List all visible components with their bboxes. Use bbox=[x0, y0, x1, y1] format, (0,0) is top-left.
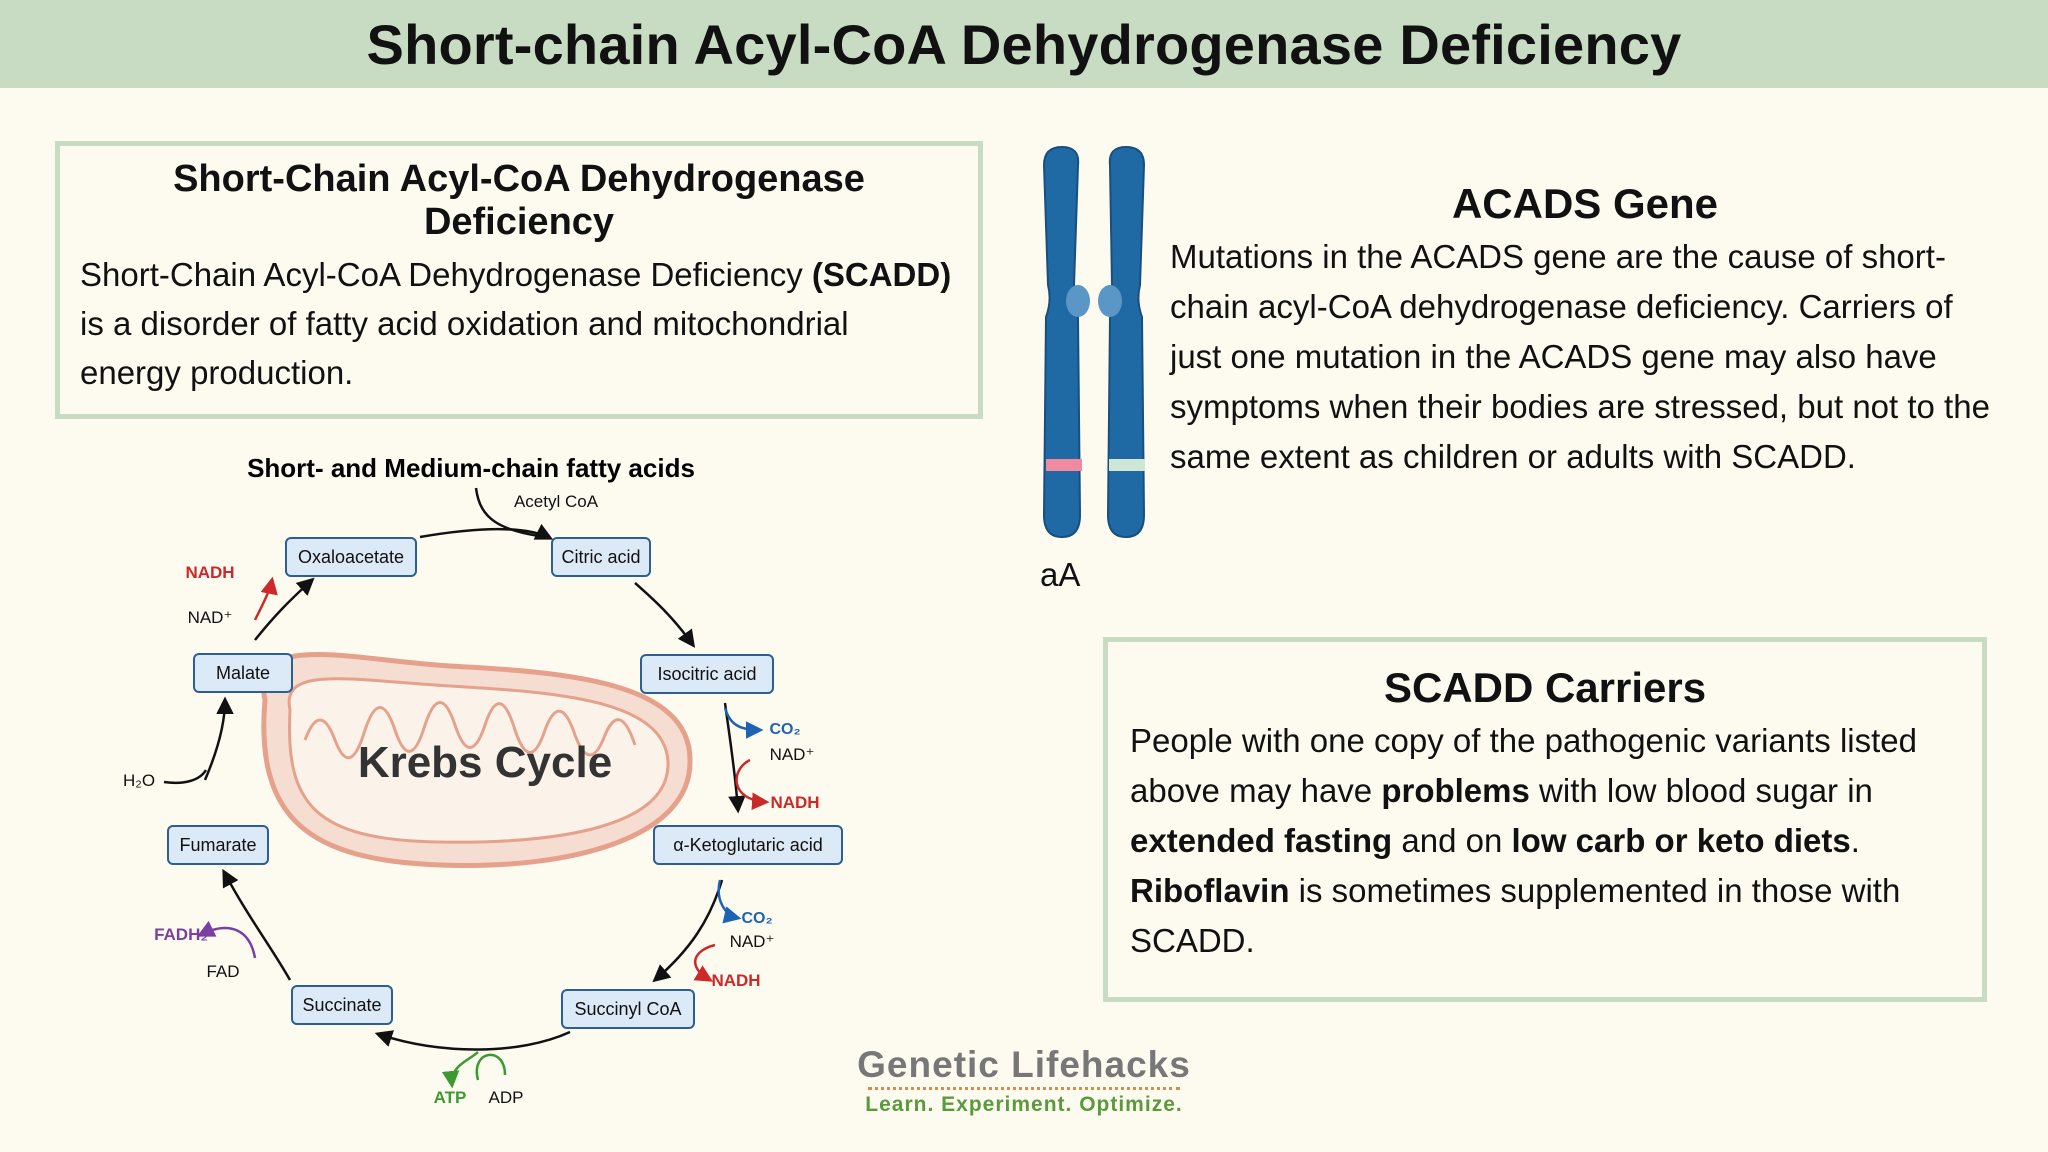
nadh-label: NADH bbox=[185, 563, 234, 582]
acads-heading: ACADS Gene bbox=[1451, 180, 1719, 227]
carriers-text: People with one copy of the pathogenic v… bbox=[1130, 716, 1960, 966]
co2-label: CO₂ bbox=[769, 721, 800, 738]
title-banner: Short-chain Acyl-CoA Dehydrogenase Defic… bbox=[0, 0, 2048, 88]
logo-divider bbox=[868, 1087, 1180, 1090]
logo-name: Genetic Lifehacks bbox=[857, 1044, 1191, 1085]
node-malate: Malate bbox=[193, 653, 293, 693]
node-label: Fumarate bbox=[179, 835, 256, 855]
nad-label: NAD⁺ bbox=[730, 932, 775, 951]
node-oxaloacetate: Oxaloacetate bbox=[285, 537, 417, 577]
nadh-label: NADH bbox=[711, 971, 760, 990]
intro-text-part: is a disorder of fatty acid oxidation an… bbox=[80, 305, 849, 391]
carriers-text-part: with low blood sugar in bbox=[1529, 772, 1873, 809]
node-succinate: Succinate bbox=[291, 985, 393, 1025]
carriers-text-part: . bbox=[1850, 822, 1860, 859]
carriers-text-bold: low carb or keto diets bbox=[1511, 822, 1851, 859]
chromosome-icon bbox=[1042, 145, 1146, 539]
logo-tagline: Learn. Experiment. Optimize. bbox=[865, 1093, 1183, 1116]
fad-label: FAD bbox=[206, 962, 239, 981]
nad-label: NAD⁺ bbox=[770, 745, 815, 764]
nad-label: NAD⁺ bbox=[188, 608, 233, 627]
scadd-carriers-box: SCADD Carriers People with one copy of t… bbox=[1103, 637, 1987, 1002]
adp-label: ADP bbox=[489, 1088, 524, 1107]
carriers-text-part: is sometimes supplemented in those with … bbox=[1130, 872, 1901, 959]
node-fumarate: Fumarate bbox=[167, 825, 269, 865]
co2-label: CO₂ bbox=[741, 910, 772, 927]
node-isocitric-acid: Isocitric acid bbox=[640, 654, 774, 694]
carriers-text-bold: Riboflavin bbox=[1130, 872, 1290, 909]
node-label: Isocitric acid bbox=[657, 664, 756, 684]
node-label: Succinyl CoA bbox=[574, 999, 681, 1019]
intro-text-bold: (SCADD) bbox=[811, 256, 952, 293]
node-citric-acid: Citric acid bbox=[551, 537, 651, 577]
scadd-intro-box: Short-Chain Acyl-CoA Dehydrogenase Defic… bbox=[55, 141, 983, 419]
krebs-center-label: Krebs Cycle bbox=[358, 738, 612, 787]
carriers-text-bold: extended fasting bbox=[1130, 822, 1393, 859]
fadh2-label: FADH₂ bbox=[154, 925, 208, 944]
node-label: Malate bbox=[216, 663, 270, 683]
intro-text: Short-Chain Acyl-CoA Dehydrogenase Defic… bbox=[80, 250, 958, 397]
carriers-text-part: and on bbox=[1392, 822, 1512, 859]
node-alpha-ketoglutaric-acid: α-Ketoglutaric acid bbox=[653, 825, 843, 865]
node-label: Citric acid bbox=[561, 547, 640, 567]
mitochondrion-icon bbox=[261, 652, 693, 868]
acads-gene-section: ACADS Gene Mutations in the ACADS gene a… bbox=[1170, 180, 2000, 482]
carriers-heading: SCADD Carriers bbox=[1383, 664, 1707, 711]
carriers-text-bold: problems bbox=[1381, 772, 1530, 809]
genetic-lifehacks-logo: Genetic Lifehacks Learn. Experiment. Opt… bbox=[850, 1044, 1198, 1117]
node-succinyl-coa: Succinyl CoA bbox=[561, 989, 695, 1029]
page-title: Short-chain Acyl-CoA Dehydrogenase Defic… bbox=[366, 12, 1682, 76]
carriers-text-part: People with one copy of the pathogenic v… bbox=[1130, 722, 1918, 809]
h2o-label: H₂O bbox=[123, 771, 155, 790]
acetyl-coa-label: Acetyl CoA bbox=[514, 492, 599, 511]
nadh-label: NADH bbox=[770, 793, 819, 812]
krebs-cycle-diagram: Short- and Medium-chain fatty acids Kreb… bbox=[123, 453, 843, 1107]
node-label: Oxaloacetate bbox=[298, 547, 404, 567]
genotype-label: aA bbox=[1040, 556, 1081, 593]
intro-text-part: Short-Chain Acyl-CoA Dehydrogenase Defic… bbox=[80, 256, 812, 293]
node-label: Succinate bbox=[302, 995, 381, 1015]
krebs-top-label: Short- and Medium-chain fatty acids bbox=[247, 453, 695, 483]
node-label: α-Ketoglutaric acid bbox=[673, 835, 822, 855]
acads-text: Mutations in the ACADS gene are the caus… bbox=[1170, 238, 1990, 475]
atp-label: ATP bbox=[434, 1088, 467, 1107]
intro-heading: Short-Chain Acyl-CoA Dehydrogenase Defic… bbox=[173, 158, 865, 243]
